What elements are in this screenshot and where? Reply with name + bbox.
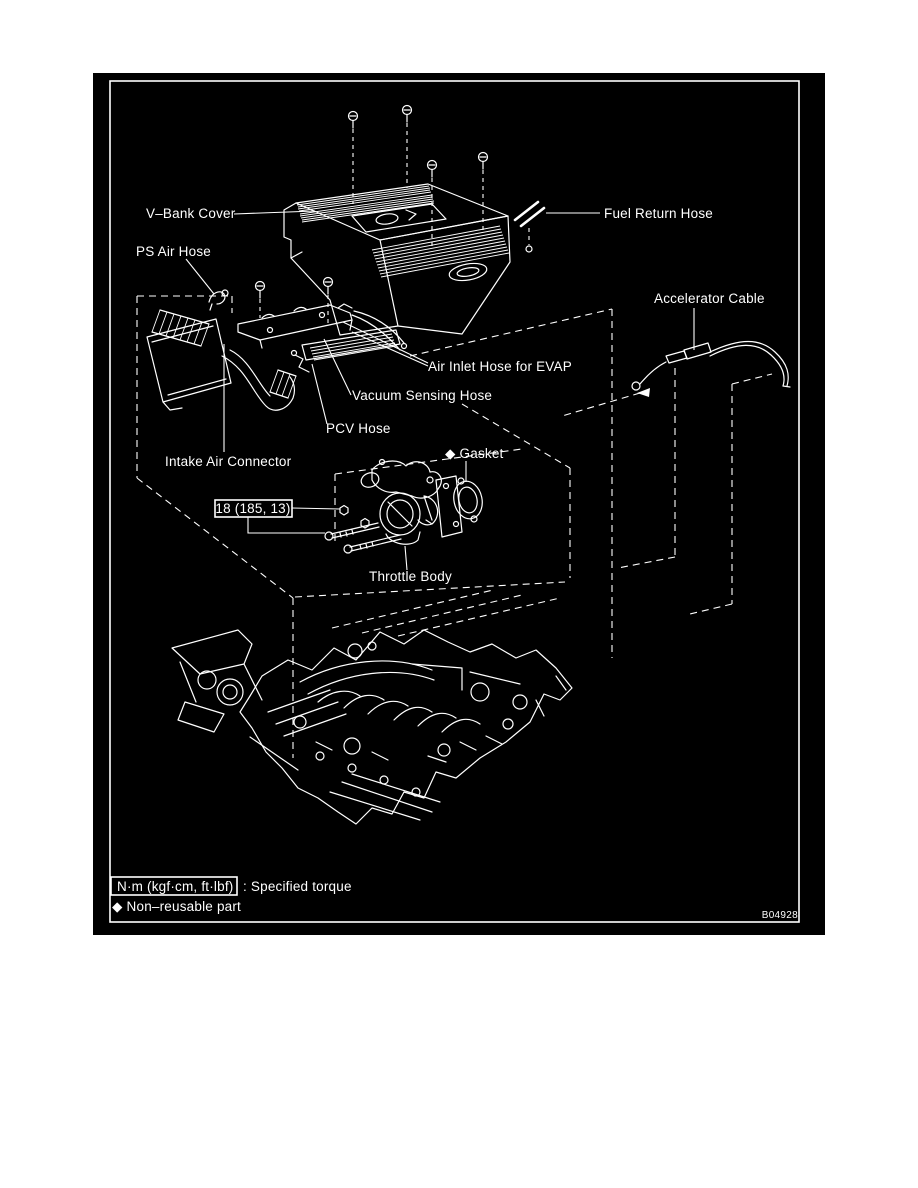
- label-fuel-return-hose: Fuel Return Hose: [604, 206, 713, 221]
- part-labels: V–Bank Cover PS Air Hose Fuel Return Hos…: [136, 206, 765, 584]
- legend: N·m (kgf·cm, ft·lbf) : Specified torque …: [110, 876, 352, 914]
- cover-bolts: [347, 104, 489, 247]
- legend-non-reusable: ◆ Non–reusable part: [112, 899, 241, 914]
- inner-border: [109, 80, 800, 923]
- label-v-bank-cover: V–Bank Cover: [146, 206, 236, 221]
- v-bank-cover-art: [283, 183, 511, 361]
- legend-torque-caption: : Specified torque: [243, 879, 352, 894]
- torque-spec-callout: 18 (185, 13): [214, 499, 293, 518]
- bolt-icon: [477, 151, 489, 170]
- label-intake-air-connector: Intake Air Connector: [165, 454, 292, 469]
- attachment-arrow-icon: [637, 388, 650, 397]
- gasket-art: [453, 477, 483, 523]
- label-vacuum-sensing-hose: Vacuum Sensing Hose: [352, 388, 492, 403]
- label-air-inlet-hose-for-evap: Air Inlet Hose for EVAP: [428, 359, 572, 374]
- bolt-icon: [401, 104, 413, 123]
- bolt-icon: [254, 280, 266, 299]
- throttle-body-art: [324, 458, 483, 554]
- intake-air-connector-art: [146, 276, 408, 411]
- torque-spec-box: [214, 499, 293, 518]
- bolt-icon: [322, 276, 334, 295]
- leader-vacuum-sensing-hose: [323, 338, 352, 396]
- mounting-studs: [324, 504, 402, 554]
- bolt-icon: [426, 159, 438, 178]
- projection-lines: [136, 295, 773, 758]
- figure-code: B04928: [762, 910, 798, 921]
- leader-pcv-hose: [311, 363, 328, 425]
- leader-ps-air-hose: [185, 258, 215, 295]
- legend-torque-box: [110, 876, 238, 896]
- leader-torque-spec: [247, 507, 341, 534]
- label-accelerator-cable: Accelerator Cable: [654, 291, 765, 306]
- leader-air-inlet-hose: [342, 321, 429, 367]
- leader-throttle-body: [404, 545, 408, 571]
- legend-torque-units: N·m (kgf·cm, ft·lbf): [117, 879, 234, 894]
- label-pcv-hose: PCV Hose: [326, 421, 391, 436]
- label-throttle-body: Throttle Body: [369, 569, 452, 584]
- engine-manifold-art: [171, 629, 573, 825]
- accelerator-cable-art: [631, 341, 791, 397]
- label-leaders: [185, 210, 695, 571]
- label-gasket: ◆ Gasket: [445, 446, 504, 461]
- engine-accessory-art: [171, 629, 263, 733]
- fuel-return-hose-art: [513, 200, 546, 253]
- bolt-icon: [347, 110, 359, 129]
- pcv-hose-art: [290, 349, 310, 373]
- leader-v-bank-cover: [233, 210, 316, 215]
- label-ps-air-hose: PS Air Hose: [136, 244, 211, 259]
- label-torque-spec: 18 (185, 13): [215, 501, 290, 516]
